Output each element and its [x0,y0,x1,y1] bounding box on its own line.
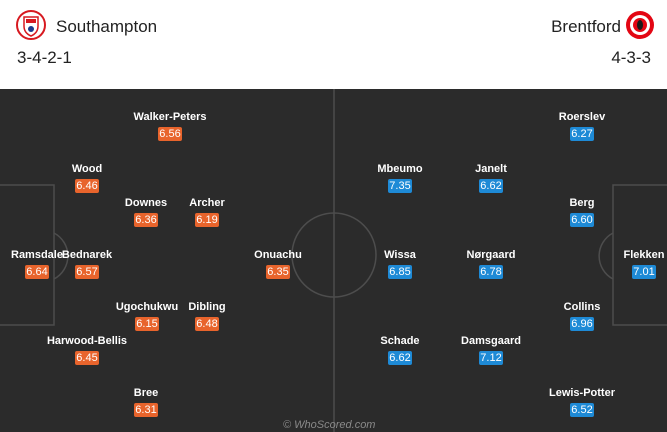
player-name: Flekken [623,249,665,261]
away-player[interactable]: Roerslev 6.27 [527,111,637,142]
watermark: © WhoScored.com [283,419,376,431]
home-player[interactable]: Dibling 6.48 [152,301,262,332]
player-rating: 6.56 [158,127,182,141]
player-name: Walker-Peters [133,111,207,123]
player-name: Ugochukwu [115,301,179,313]
away-player[interactable]: Janelt 6.62 [436,163,546,194]
player-rating: 6.15 [135,317,159,331]
home-formation: 3-4-2-1 [17,48,72,67]
player-name: Harwood-Bellis [46,335,128,347]
player-rating: 6.48 [195,317,219,331]
player-rating: 6.85 [388,265,412,279]
player-name: Janelt [475,163,507,175]
player-name: Ramsdale [11,249,63,261]
player-name: Damsgaard [461,335,521,347]
match-header: Southampton 3-4-2-1 Brentford 4-3-3 [0,0,667,88]
player-rating: 6.27 [570,127,594,141]
player-rating: 7.01 [632,265,656,279]
player-rating: 6.57 [75,265,99,279]
player-rating: 6.60 [570,213,594,227]
away-player[interactable]: Nørgaard 6.78 [436,249,546,280]
home-player[interactable]: Archer 6.19 [152,197,262,228]
player-rating: 6.78 [479,265,503,279]
player-name: Collins [563,301,601,313]
home-player[interactable]: Walker-Peters 6.56 [115,111,225,142]
player-name: Bree [133,387,159,399]
player-rating: 6.96 [570,317,594,331]
player-name: Wood [71,163,103,175]
player-rating: 6.64 [25,265,49,279]
home-player[interactable]: Harwood-Bellis 6.45 [32,335,142,366]
player-rating: 6.31 [134,403,158,417]
away-player[interactable]: Lewis-Potter 6.52 [527,387,637,418]
home-player[interactable]: Ugochukwu 6.15 [92,301,202,332]
away-team-name: Brentford [551,17,621,36]
pitch: Walker-Peters 6.56 Wood 6.46 Downes 6.36… [0,89,667,432]
home-player[interactable]: Onuachu 6.35 [223,249,333,280]
home-team-name: Southampton [56,17,158,36]
player-name: Roerslev [558,111,606,123]
away-player[interactable]: Wissa 6.85 [345,249,455,280]
home-player[interactable]: Bree 6.31 [91,387,201,418]
player-rating: 6.36 [134,213,158,227]
player-rating: 7.12 [479,351,503,365]
away-player[interactable]: Flekken 7.01 [589,249,667,280]
player-rating: 7.35 [388,179,412,193]
player-name: Archer [189,197,225,209]
home-player[interactable]: Bednarek 6.57 [32,249,142,280]
home-player[interactable]: Downes 6.36 [91,197,201,228]
player-rating: 6.35 [266,265,290,279]
player-rating: 6.62 [388,351,412,365]
player-rating: 6.62 [479,179,503,193]
player-name: Mbeumo [377,163,423,175]
home-player[interactable]: Ramsdale 6.64 [0,249,92,280]
player-name: Lewis-Potter [548,387,615,399]
pitch-markings [0,89,667,432]
player-name: Bednarek [61,249,113,261]
player-rating: 6.19 [195,213,219,227]
player-name: Nørgaard [466,249,516,261]
player-name: Onuachu [254,249,302,261]
player-name: Downes [124,197,168,209]
brentford-crest-icon [626,11,654,39]
away-player[interactable]: Damsgaard 7.12 [436,335,546,366]
player-name: Schade [380,335,420,347]
away-player[interactable]: Schade 6.62 [345,335,455,366]
home-player[interactable]: Wood 6.46 [32,163,142,194]
player-rating: 6.52 [570,403,594,417]
southampton-crest-icon [16,10,46,40]
player-name: Berg [569,197,595,209]
away-formation: 4-3-3 [611,48,651,67]
away-player[interactable]: Collins 6.96 [527,301,637,332]
player-name: Wissa [384,249,416,261]
player-rating: 6.46 [75,179,99,193]
away-player[interactable]: Mbeumo 7.35 [345,163,455,194]
player-rating: 6.45 [75,351,99,365]
away-player[interactable]: Berg 6.60 [527,197,637,228]
player-name: Dibling [188,301,226,313]
